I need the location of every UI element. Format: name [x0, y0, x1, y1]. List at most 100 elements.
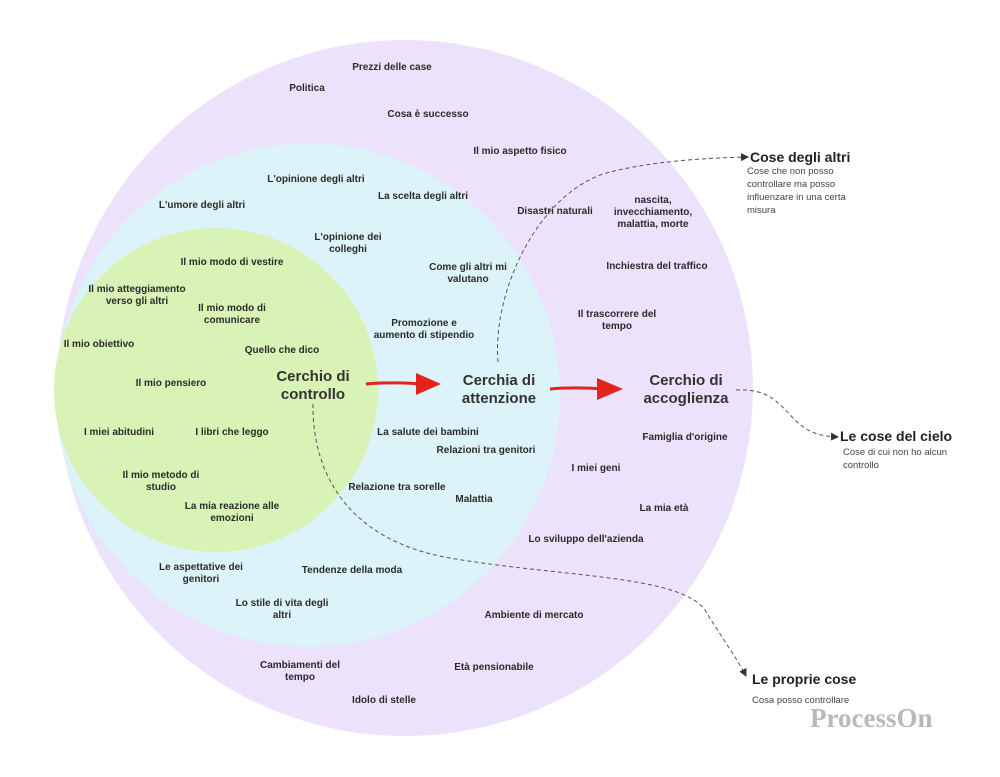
acceptance-circle-item: Il mio aspetto fisico [473, 146, 566, 157]
text-line: tempo [285, 672, 315, 683]
text-line: Età pensionabile [454, 662, 534, 673]
text-line: altri [273, 610, 292, 621]
text-line: Il mio metodo di [123, 470, 200, 481]
text-line: misura [747, 205, 776, 216]
acceptance-circle-item: Cosa è successo [387, 109, 468, 120]
control-circle-item: Il mio modo di vestire [181, 257, 284, 268]
text-line: Quello che dico [245, 345, 319, 356]
acceptance-circle-item: La mia età [640, 503, 689, 514]
arrow-attention-to-acceptance [549, 378, 623, 400]
acceptance-circle-item: Ambiente di mercato [485, 610, 584, 621]
text-line: Idolo di stelle [352, 695, 416, 706]
attention-circle-item: Relazione tra sorelle [348, 482, 446, 493]
control-circle-item: Il mio obiettivo [64, 339, 135, 350]
inner-circle-items: Il mio modo di vestire Il mio atteggiamen… [64, 257, 320, 524]
text-line: Cerchia di [463, 372, 536, 389]
text-line: Il mio obiettivo [64, 339, 135, 350]
text-line: attenzione [462, 390, 536, 407]
acceptance-circle-item: Età pensionabile [454, 662, 534, 673]
text-line: Il mio atteggiamento [88, 284, 185, 295]
text-line: La mia reazione alle [185, 501, 280, 512]
text-line: Cerchio di [649, 372, 722, 389]
acceptance-circle-item: Idolo di stelle [352, 695, 416, 706]
attention-circle-item: La scelta degli altri [378, 191, 468, 202]
text-line: Lo sviluppo dell'azienda [528, 534, 644, 545]
acceptance-circle-item: Politica [289, 83, 325, 94]
note-own-description: Cosa posso controllare [752, 695, 849, 706]
text-line: L'umore degli altri [159, 200, 246, 211]
text-line: Disastri naturali [517, 206, 593, 217]
text-line: Il mio modo di vestire [181, 257, 284, 268]
text-line: aumento di stipendio [374, 330, 475, 341]
text-line: Inchiestra del traffico [606, 261, 707, 272]
text-line: Il mio aspetto fisico [473, 146, 566, 157]
text-line: controllare ma posso [747, 179, 835, 190]
text-line: controllo [843, 460, 879, 471]
text-line: Come gli altri mi [429, 262, 507, 273]
text-line: Relazione tra sorelle [348, 482, 446, 493]
note-heaven-description: Cose di cui non ho alcun controllo [843, 447, 947, 471]
attention-circle-item: L'umore degli altri [159, 200, 246, 211]
text-line: genitori [183, 574, 220, 585]
control-circle-item: Il mio pensiero [136, 378, 207, 389]
processon-watermark: ProcessOn [810, 703, 933, 733]
acceptance-circle-item: Famiglia d'origine [642, 432, 728, 443]
text-line: Cose che non posso [747, 166, 834, 177]
text-line: Cose di cui non ho alcun [843, 447, 947, 458]
text-line: studio [146, 482, 176, 493]
text-line: Promozione e [391, 318, 457, 329]
text-line: Cosa posso controllare [752, 695, 849, 706]
acceptance-circle-item: Prezzi delle case [352, 62, 432, 73]
note-heaven-title: Le cose del cielo [840, 428, 952, 444]
acceptance-circle-item: Disastri naturali [517, 206, 593, 217]
text-line: La scelta degli altri [378, 191, 468, 202]
connector-control-to-own [312, 403, 747, 677]
text-line: Famiglia d'origine [642, 432, 728, 443]
attention-circle-item: Relazioni tra genitori [437, 445, 536, 456]
arrow-control-to-attention [365, 373, 441, 395]
text-line: Tendenze della moda [302, 565, 403, 576]
text-line: Prezzi delle case [352, 62, 432, 73]
control-circle-item: Quello che dico [245, 345, 319, 356]
text-line: L'opinione degli altri [267, 174, 365, 185]
text-line: I miei abitudini [84, 427, 154, 438]
text-line: colleghi [329, 244, 367, 255]
note-own-title: Le proprie cose [752, 671, 856, 687]
note-others-title: Cose degli altri [750, 149, 850, 165]
attention-circle-item: Malattia [455, 494, 493, 505]
text-line: La mia età [640, 503, 689, 514]
acceptance-circle-item: nascita,invecchiamento,malattia, morte [614, 195, 693, 230]
text-line: Le aspettative dei [159, 562, 243, 573]
acceptance-circle-item: Inchiestra del traffico [606, 261, 707, 272]
acceptance-circle-item: I miei geni [572, 463, 621, 474]
text-line: emozioni [210, 513, 254, 524]
text-line: Lo stile di vita degli [236, 598, 329, 609]
acceptance-circle-item: Lo sviluppo dell'azienda [528, 534, 644, 545]
text-line: controllo [281, 386, 345, 403]
connector-acceptance-to-heaven [735, 389, 839, 441]
attention-circle-item: L'opinione degli altri [267, 174, 365, 185]
text-line: Ambiente di mercato [485, 610, 584, 621]
attention-circle-item: Tendenze della moda [302, 565, 403, 576]
text-line: Il mio modo di [198, 303, 266, 314]
text-line: Cambiamenti del [260, 660, 340, 671]
attention-circle-item: La salute dei bambini [377, 427, 479, 438]
text-line: Il mio pensiero [136, 378, 207, 389]
control-circle-item: I libri che leggo [195, 427, 268, 438]
text-line: I miei geni [572, 463, 621, 474]
text-line: I libri che leggo [195, 427, 268, 438]
